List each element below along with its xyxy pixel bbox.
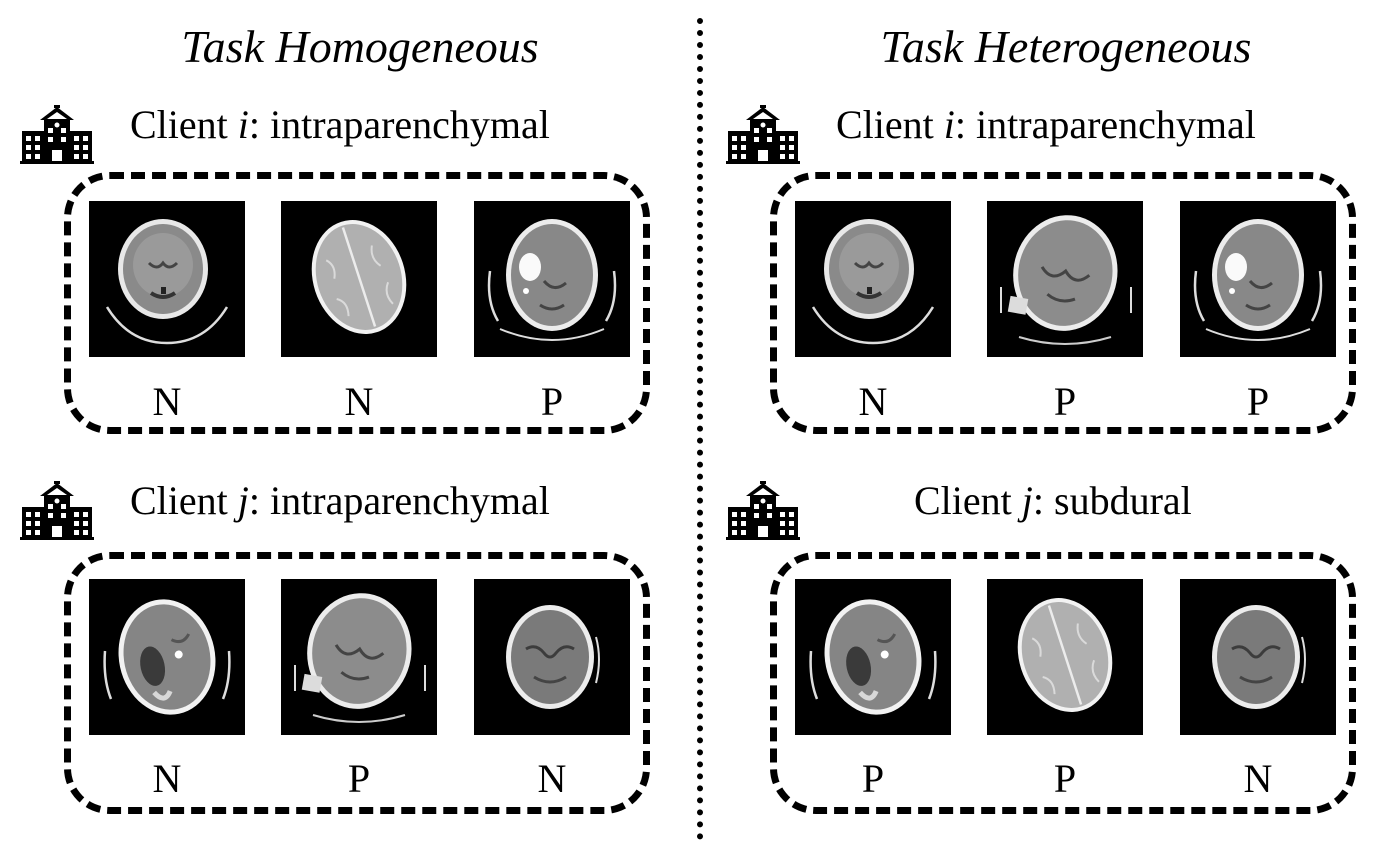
- school-building-icon: [726, 480, 800, 540]
- school-building-icon: [726, 104, 800, 164]
- scan-label: P: [1053, 379, 1077, 424]
- scan-label: P: [1246, 379, 1270, 424]
- scan-label: N: [152, 756, 182, 801]
- client-label: Client i: intraparenchymal: [836, 102, 1256, 147]
- client-group-box: [64, 172, 650, 434]
- column-divider: [697, 18, 703, 840]
- ct-scan-image: [474, 201, 630, 357]
- client-label: Client i: intraparenchymal: [130, 102, 550, 147]
- client-label: Client j: subdural: [914, 478, 1192, 523]
- ct-scan-image: [281, 201, 437, 357]
- client-group-box: [64, 552, 650, 814]
- scan-label: P: [347, 756, 371, 801]
- scan-label: N: [344, 379, 374, 424]
- client-label: Client j: intraparenchymal: [130, 478, 550, 523]
- ct-scan-image: [987, 201, 1143, 357]
- scan-label: N: [537, 756, 567, 801]
- ct-scan-image: [795, 201, 951, 357]
- ct-scan-image: [1180, 579, 1336, 735]
- ct-scan-image: [281, 579, 437, 735]
- school-building-icon: [20, 104, 94, 164]
- scan-label: N: [858, 379, 888, 424]
- column-title-heterogeneous: Task Heterogeneous: [880, 21, 1252, 72]
- scan-label: P: [1053, 756, 1077, 801]
- ct-scan-image: [474, 579, 630, 735]
- scan-label: P: [540, 379, 564, 424]
- ct-scan-image: [89, 579, 245, 735]
- ct-scan-image: [795, 579, 951, 735]
- scan-label: N: [1243, 756, 1273, 801]
- school-building-icon: [20, 480, 94, 540]
- client-group-box: [770, 552, 1356, 814]
- scan-label: N: [152, 379, 182, 424]
- ct-scan-image: [1180, 201, 1336, 357]
- client-group-box: [770, 172, 1356, 434]
- ct-scan-image: [89, 201, 245, 357]
- ct-scan-image: [987, 579, 1143, 735]
- scan-label: P: [861, 756, 885, 801]
- column-title-homogeneous: Task Homogeneous: [181, 21, 539, 72]
